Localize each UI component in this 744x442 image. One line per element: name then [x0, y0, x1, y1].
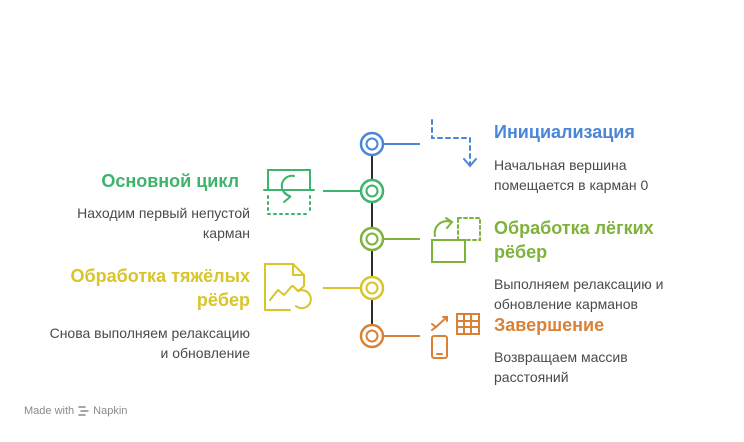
step-description-initialization: Начальная вершина помещается в карман 0: [494, 157, 649, 193]
node-initialization: [359, 131, 385, 157]
step-title-main-loop: Основной цикл: [101, 171, 239, 191]
napkin-logo-icon: [78, 406, 89, 416]
step-description-finish: Возвращаем массив расстояний: [494, 349, 628, 385]
napkin-brand-label: Napkin: [93, 405, 128, 417]
step-description-main-loop: Находим первый непустой карман: [77, 205, 250, 241]
chart-refresh-icon: [264, 263, 312, 311]
table-phone-icon: [431, 313, 480, 359]
napkin-brand: Napkin: [78, 405, 127, 417]
step-title-light-edges: Обработка лёгких рёбер: [494, 218, 654, 262]
made-with-label: Made with: [24, 405, 75, 417]
step-title-heavy-edges: Обработка тяжёлых рёбер: [70, 266, 250, 310]
step-description-heavy-edges: Снова выполняем релаксацию и обновление: [49, 325, 250, 361]
node-finish: [359, 323, 385, 349]
made-with-footer[interactable]: Made with Napkin: [24, 405, 127, 417]
node-heavy-edges: [359, 275, 385, 301]
node-main-loop: [359, 178, 385, 204]
step-description-light-edges: Выполняем релаксацию и обновление карман…: [494, 276, 664, 312]
node-light-edges: [359, 226, 385, 252]
loop-box-icon: [263, 169, 315, 215]
step-title-finish: Завершение: [494, 315, 605, 335]
step-title-initialization: Инициализация: [494, 122, 635, 142]
dashed-arrow-icon: [431, 119, 477, 168]
resize-boxes-icon: [431, 217, 481, 263]
